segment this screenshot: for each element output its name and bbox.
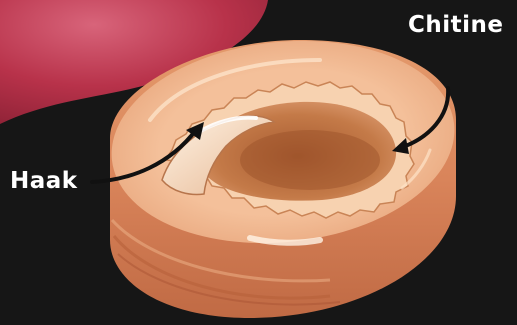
chitine-label: Chitine xyxy=(408,12,504,38)
haak-label: Haak xyxy=(10,168,78,194)
